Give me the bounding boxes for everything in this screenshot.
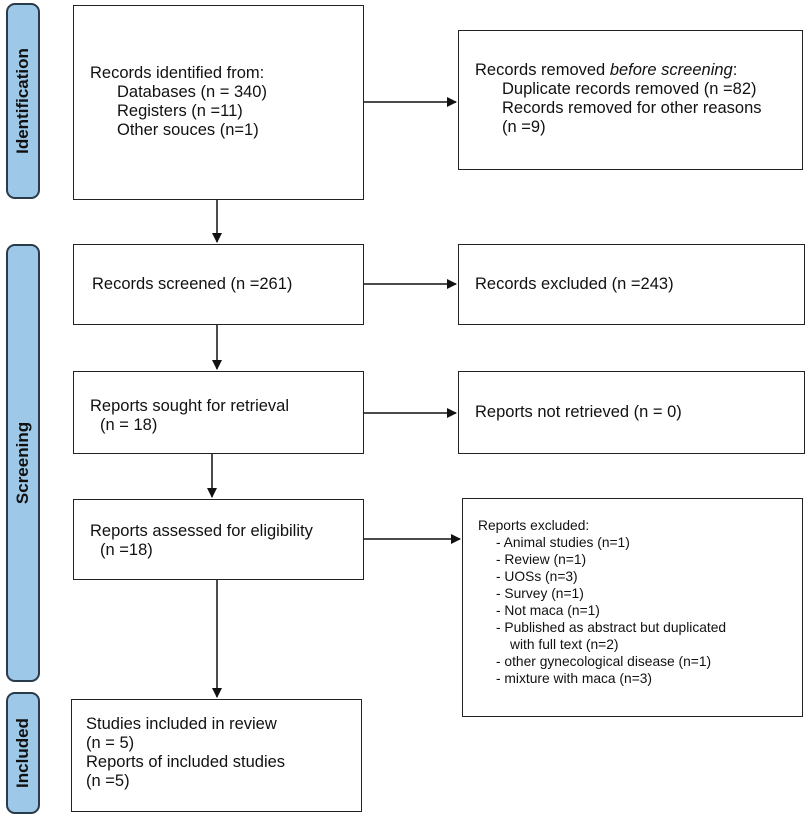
studies-included-line4: (n =5) (86, 772, 130, 790)
reports-sought-line1: Reports sought for retrieval (90, 397, 290, 415)
records-removed-heading: Records removed before screening: (475, 61, 802, 80)
records-identified-other: Other souces (n=1) (117, 121, 259, 139)
reports-excluded-item: - Animal studies (n=1) (496, 535, 630, 550)
reports-not-retrieved-text: Reports not retrieved (n = 0) (475, 403, 682, 421)
studies-included-box: Studies included in review (n = 5) Repor… (71, 699, 362, 812)
stage-included-label: Included (13, 718, 32, 788)
records-removed-heading-italic: before screening (609, 61, 733, 79)
records-removed-other-n: (n =9) (502, 118, 546, 136)
reports-sought-line2: (n = 18) (100, 416, 158, 434)
records-screened-text: Records screened (n =261) (92, 275, 293, 293)
records-identified-heading: Records identified from: (90, 64, 265, 82)
records-screened-box: Records screened (n =261) (73, 244, 364, 325)
records-identified-databases: Databases (n = 340) (117, 83, 267, 101)
stage-screening: Screening (6, 244, 40, 682)
records-removed-heading-prefix: Records removed (475, 61, 610, 79)
stage-identification: Identification (6, 3, 40, 199)
records-removed-duplicates: Duplicate records removed (n =82) (502, 80, 757, 98)
reports-excluded-item: - UOSs (n=3) (496, 569, 578, 584)
reports-excluded-item: - other gynecological disease (n=1) (496, 654, 712, 669)
records-excluded-text: Records excluded (n =243) (475, 275, 674, 293)
reports-excluded-box: Reports excluded: - Animal studies (n=1)… (462, 498, 803, 717)
reports-sought-box: Reports sought for retrieval (n = 18) (73, 371, 364, 454)
records-excluded-box: Records excluded (n =243) (458, 244, 805, 325)
reports-assessed-line1: Reports assessed for eligibility (90, 522, 313, 540)
studies-included-line3: Reports of included studies (86, 753, 286, 771)
stage-screening-label: Screening (13, 421, 33, 505)
records-removed-other: Records removed for other reasons (502, 99, 762, 117)
reports-excluded-item: - Survey (n=1) (496, 586, 584, 601)
reports-excluded-item: - Not maca (n=1) (496, 603, 600, 618)
records-identified-box: Records identified from: Databases (n = … (73, 5, 364, 200)
studies-included-line2: (n = 5) (86, 734, 135, 752)
stage-identification-label: Identification (13, 48, 32, 154)
stage-included: Included (6, 692, 40, 814)
reports-excluded-item: - Published as abstract but duplicated (496, 620, 727, 635)
reports-assessed-box: Reports assessed for eligibility (n =18) (73, 499, 364, 580)
reports-assessed-line2: (n =18) (100, 541, 153, 559)
records-removed-box: Records removed before screening: Duplic… (458, 30, 803, 170)
studies-included-line1: Studies included in review (86, 715, 277, 733)
reports-excluded-item: - mixture with maca (n=3) (496, 671, 653, 686)
records-removed-heading-suffix: : (732, 61, 738, 79)
reports-excluded-item: - Review (n=1) (496, 552, 587, 567)
reports-not-retrieved-box: Reports not retrieved (n = 0) (458, 371, 805, 454)
reports-excluded-item-continuation: with full text (n=2) (510, 637, 619, 652)
reports-excluded-heading: Reports excluded: (478, 518, 590, 533)
records-identified-registers: Registers (n =11) (117, 102, 243, 120)
